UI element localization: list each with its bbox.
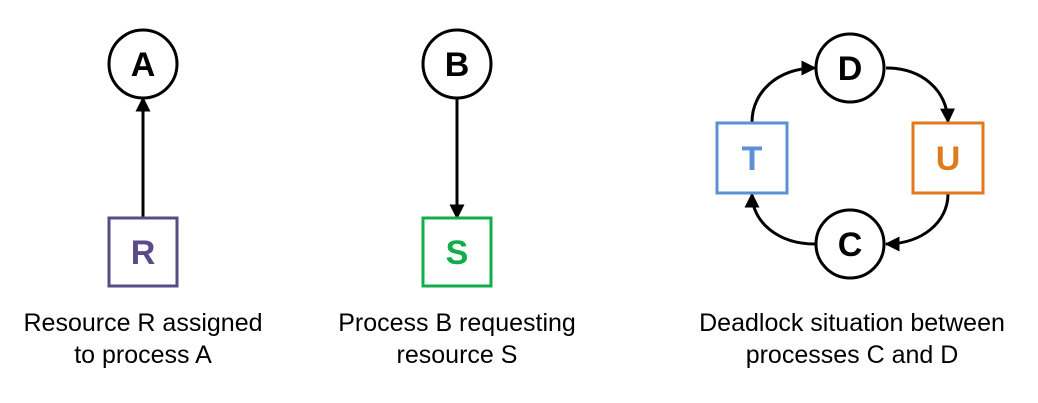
caption-deadlock-line2: processes C and D — [746, 341, 959, 369]
caption-request-line1: Process B requesting — [338, 309, 576, 337]
edge-c-to-t — [744, 192, 816, 246]
resource-label-s: S — [446, 234, 469, 272]
process-node-c — [814, 208, 886, 280]
resource-label-r: R — [131, 234, 156, 272]
process-label-a: A — [131, 46, 156, 84]
resource-node-r — [107, 216, 179, 288]
panel-deadlock: D C T U Deadlock situation between proce… — [699, 32, 1005, 369]
caption-deadlock-line1: Deadlock situation between — [699, 309, 1005, 337]
process-node-d — [814, 32, 886, 104]
caption-request-line2: resource S — [397, 341, 518, 369]
resource-node-s — [421, 216, 493, 288]
caption-assignment-line2: to process A — [74, 341, 212, 369]
process-node-a — [107, 28, 179, 100]
process-label-c: C — [838, 226, 863, 264]
panel-request: B S Process B requesting resource S — [338, 28, 576, 369]
process-label-b: B — [445, 46, 470, 84]
resource-node-u — [911, 121, 985, 195]
process-label-d: D — [838, 50, 863, 88]
edge-u-to-c — [884, 193, 950, 252]
panel-assignment: A R Resource R assigned to process A — [23, 28, 263, 369]
process-node-b — [421, 28, 493, 100]
edge-d-to-u — [885, 66, 956, 124]
edge-t-to-d — [750, 60, 817, 123]
resource-label-t: T — [742, 140, 763, 178]
resource-node-t — [715, 121, 789, 195]
resource-label-u: U — [936, 140, 961, 178]
caption-assignment-line1: Resource R assigned — [23, 309, 262, 337]
